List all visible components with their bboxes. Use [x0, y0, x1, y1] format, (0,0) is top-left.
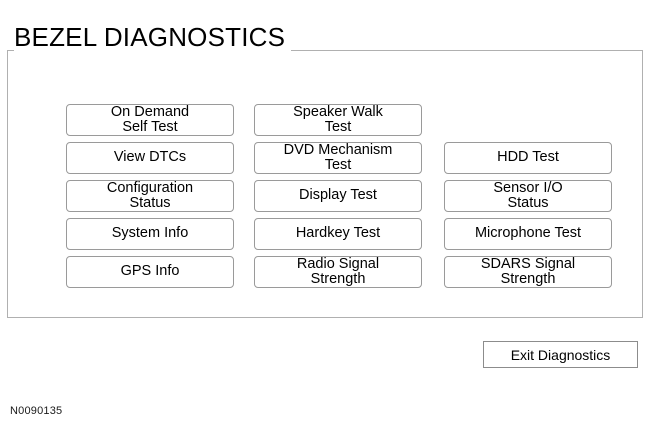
button-view-dtcs[interactable]: View DTCs — [66, 142, 234, 174]
button-configuration-status[interactable]: Configuration Status — [66, 180, 234, 212]
diagnostics-button-grid: On Demand Self Test View DTCs Configurat… — [8, 51, 644, 319]
button-microphone-test[interactable]: Microphone Test — [444, 218, 612, 250]
diagnostics-panel: On Demand Self Test View DTCs Configurat… — [7, 50, 643, 318]
exit-diagnostics-button[interactable]: Exit Diagnostics — [483, 341, 638, 368]
button-speaker-walk-test[interactable]: Speaker Walk Test — [254, 104, 422, 136]
button-sdars-signal-strength[interactable]: SDARS Signal Strength — [444, 256, 612, 288]
button-dvd-mechanism-test[interactable]: DVD Mechanism Test — [254, 142, 422, 174]
button-sensor-io-status[interactable]: Sensor I/O Status — [444, 180, 612, 212]
button-hdd-test[interactable]: HDD Test — [444, 142, 612, 174]
button-hardkey-test[interactable]: Hardkey Test — [254, 218, 422, 250]
page-title: BEZEL DIAGNOSTICS — [14, 22, 292, 52]
button-display-test[interactable]: Display Test — [254, 180, 422, 212]
reference-code: N0090135 — [10, 405, 63, 417]
button-on-demand-self-test[interactable]: On Demand Self Test — [66, 104, 234, 136]
button-radio-signal-strength[interactable]: Radio Signal Strength — [254, 256, 422, 288]
button-system-info[interactable]: System Info — [66, 218, 234, 250]
button-gps-info[interactable]: GPS Info — [66, 256, 234, 288]
